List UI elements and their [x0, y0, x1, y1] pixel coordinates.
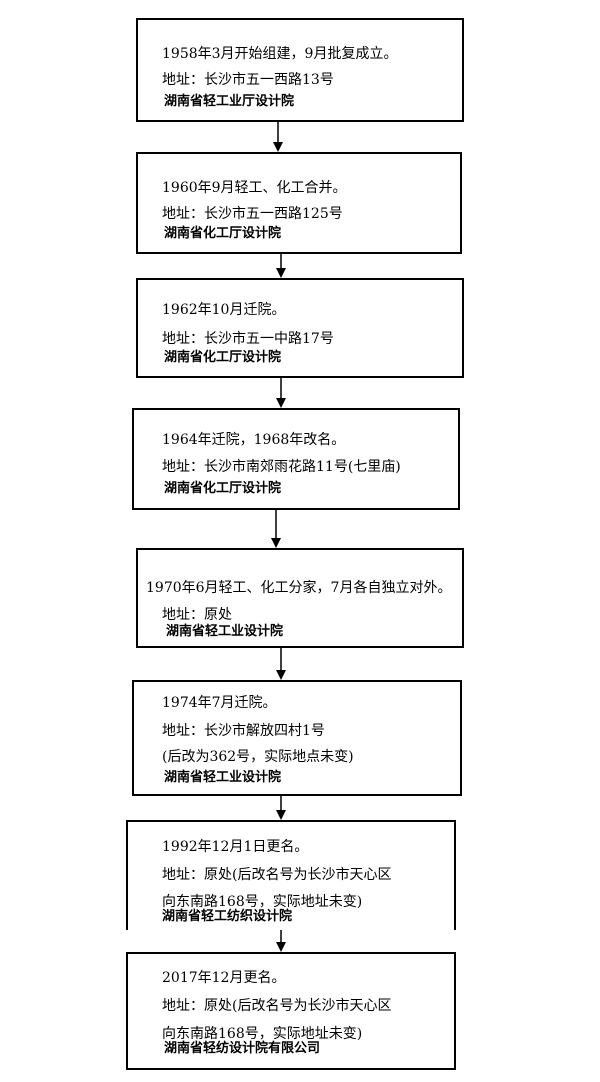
- stage-5-line-1: 1970年6月轻工、化工分家，7月各自独立对外。: [146, 580, 452, 596]
- stage-4-line-1: 1964年迁院，1968年改名。: [162, 432, 346, 448]
- stage-box-2: [136, 152, 462, 254]
- stage-8-institute-name: 湖南省轻纺设计院有限公司: [164, 1041, 321, 1056]
- stage-3-line-2: 地址：长沙市五一中路17号: [162, 331, 334, 347]
- stage-6-line-2: 地址：长沙市解放四村1号: [162, 723, 325, 739]
- stage-7-line-1: 1992年12月1日更名。: [162, 839, 309, 855]
- stage-7-line-3: 向东南路168号，实际地址未变): [162, 894, 363, 910]
- stage-7-line-2: 地址：原处(后改名号为长沙市天心区: [162, 867, 392, 883]
- stage-3-institute-name: 湖南省化工厅设计院: [164, 350, 282, 365]
- stage-8-line-1: 2017年12月更名。: [162, 970, 286, 986]
- stage-box-6: [132, 680, 462, 796]
- stage-box-4: [132, 408, 460, 510]
- stage-4-line-2: 地址：长沙市南郊雨花路11号(七里庙): [162, 459, 401, 475]
- flow-arrow-1: [273, 122, 283, 152]
- stage-2-line-2: 地址：长沙市五一西路125号: [162, 206, 343, 222]
- stage-2-institute-name: 湖南省化工厅设计院: [164, 226, 282, 241]
- stage-6-line-1: 1974年7月迁院。: [162, 695, 277, 711]
- stage-5-institute-name: 湖南省轻工业设计院: [166, 624, 284, 639]
- flow-arrow-3: [276, 378, 286, 408]
- stage-6-line-3: (后改为362号，实际地点未变): [162, 749, 354, 765]
- stage-1-line-2: 地址：长沙市五一西路13号: [162, 72, 334, 88]
- stage-box-3: [136, 278, 464, 378]
- stage-5-line-2: 地址：原处: [162, 607, 232, 623]
- stage-8-line-2: 地址：原处(后改名号为长沙市天心区: [162, 998, 392, 1014]
- flow-arrow-4: [271, 510, 281, 548]
- stage-6-institute-name: 湖南省轻工业设计院: [164, 770, 282, 785]
- flow-arrow-7: [276, 930, 286, 952]
- stage-box-7: [126, 820, 456, 930]
- flow-arrow-5: [276, 648, 286, 680]
- stage-2-line-1: 1960年9月轻工、化工合并。: [162, 180, 347, 196]
- stage-4-institute-name: 湖南省化工厅设计院: [164, 481, 282, 496]
- stage-8-line-3: 向东南路168号，实际地址未变): [162, 1026, 363, 1042]
- stage-1-line-1: 1958年3月开始组建，9月批复成立。: [162, 46, 398, 62]
- stage-box-1: [136, 18, 464, 122]
- stage-box-5: [136, 548, 464, 648]
- stage-7-institute-name: 湖南省轻工纺织设计院: [162, 909, 293, 924]
- flow-arrow-2: [276, 254, 286, 278]
- stage-3-line-1: 1962年10月迁院。: [162, 302, 286, 318]
- stage-1-institute-name: 湖南省轻工业厅设计院: [164, 94, 295, 109]
- stage-box-8: [126, 952, 456, 1070]
- flow-arrow-6: [276, 796, 286, 820]
